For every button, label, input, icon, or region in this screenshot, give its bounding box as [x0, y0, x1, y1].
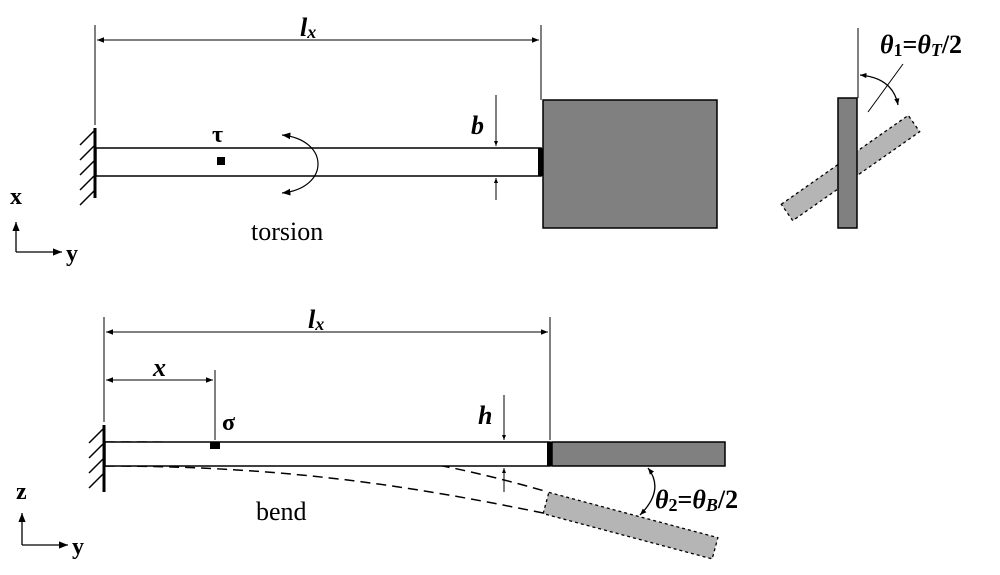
torsion-detail: θ1=θT/2	[780, 28, 962, 229]
bend-angle-formula: θ2=θB/2	[655, 485, 738, 515]
top-view: lx b τ torsion x y	[10, 13, 718, 267]
torsion-arrow-icon	[281, 132, 319, 196]
axis-label-y-side: y	[72, 534, 84, 560]
axes-xy: x y	[10, 184, 78, 267]
axes-zy: z y	[16, 479, 84, 560]
proof-mass-top	[542, 99, 718, 229]
shear-stress-symbol: τ	[212, 122, 223, 148]
length-label-side: lx	[308, 305, 324, 334]
torsion-angle-formula: θ1=θT/2	[880, 30, 962, 60]
beam-side	[104, 441, 551, 467]
length-dimension-top: lx	[94, 13, 542, 125]
length-dimension-side: lx	[103, 305, 551, 440]
bending-stress-point	[210, 442, 220, 449]
bend-label: bend	[256, 497, 307, 526]
deflected-mass-ghost	[542, 491, 719, 560]
thickness-label: h	[478, 401, 492, 430]
wall-support-top	[79, 128, 97, 206]
angle-arc-bend-icon	[639, 467, 656, 516]
proof-mass-side	[551, 441, 726, 467]
axis-label-x: x	[10, 184, 22, 210]
width-label: b	[471, 111, 484, 140]
angle-arc-torsion-icon	[859, 73, 900, 106]
beam-end-joint-side	[547, 442, 552, 466]
position-dimension: x	[106, 353, 216, 440]
wall-support-side	[88, 425, 106, 492]
torsion-label: torsion	[251, 217, 323, 246]
side-view: σ lx x h θ2=θB/2 bend z y	[16, 305, 738, 560]
axis-label-z: z	[16, 479, 27, 505]
shear-stress-point	[217, 157, 225, 165]
proof-mass-end-view	[837, 97, 858, 229]
beam-end-joint-top	[538, 148, 543, 176]
axis-label-y-top: y	[66, 241, 78, 267]
length-label-top: lx	[300, 13, 316, 42]
thickness-dimension: h	[478, 395, 506, 492]
bending-stress-symbol: σ	[222, 410, 235, 436]
position-label: x	[152, 353, 166, 382]
width-dimension-top: b	[471, 95, 504, 200]
